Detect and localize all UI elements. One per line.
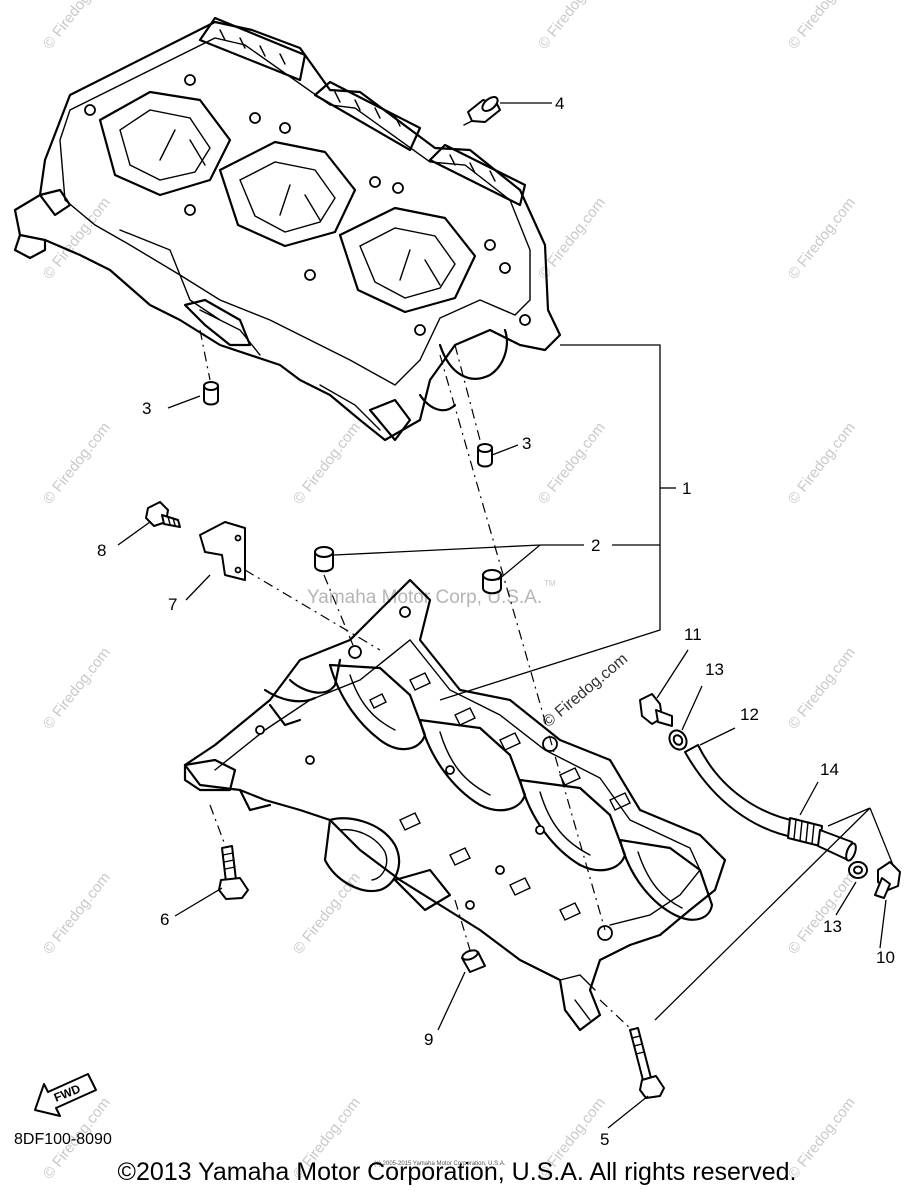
- callout-3-left: 3: [142, 399, 151, 418]
- watermark: © Firedog.com: [290, 419, 364, 507]
- part-6-bolt: [218, 845, 249, 900]
- part-9-stud: [461, 949, 486, 973]
- callout-5: 5: [600, 1130, 609, 1149]
- watermark: © Firedog.com: [40, 419, 114, 507]
- callout-7: 7: [168, 595, 177, 614]
- callout-6: 6: [160, 910, 169, 929]
- part-3-knock-pin-right: [477, 443, 493, 468]
- footer-small-watermark: (c) 2005-2015 Yamaha Motor Corporation, …: [374, 1161, 506, 1167]
- part-3-knock-pin-left: [203, 381, 219, 406]
- part-4-pin: [463, 96, 501, 126]
- watermark: © Firedog.com: [785, 419, 859, 507]
- diagram-code: 8DF100-8090: [14, 1131, 112, 1148]
- fwd-arrow-icon: FWD: [34, 1073, 97, 1117]
- part-5-long-bolt: [629, 1027, 665, 1099]
- assembly-lines: [199, 329, 633, 1031]
- watermark: © Firedog.com: [40, 869, 114, 957]
- watermark: © Firedog.com: [785, 194, 859, 282]
- watermark: © Firedog.com: [785, 0, 859, 52]
- watermark: © Firedog.com: [40, 0, 114, 52]
- callout-1: 1: [682, 479, 691, 498]
- callout-13-bottom: 13: [823, 917, 842, 936]
- watermark-inline: © Firedog.com: [540, 650, 631, 731]
- callout-9: 9: [424, 1030, 433, 1049]
- watermark-center: Yamaha Motor Corp, U.S.A.: [307, 587, 542, 608]
- callout-8: 8: [97, 541, 106, 560]
- watermark: © Firedog.com: [785, 869, 859, 957]
- watermark: © Firedog.com: [535, 0, 609, 52]
- callout-12: 12: [740, 705, 759, 724]
- part-11-fitting: [639, 693, 673, 727]
- part-12-14-hose: [684, 744, 857, 862]
- watermark-tm: TM: [544, 579, 556, 588]
- watermark: © Firedog.com: [785, 644, 859, 732]
- part-2-dowels: [314, 546, 502, 595]
- leader-lines: [117, 102, 894, 1129]
- callout-14: 14: [820, 760, 839, 779]
- part-7-bracket: [199, 521, 246, 581]
- part-13-clamp-top: [668, 729, 688, 751]
- callout-11: 11: [684, 625, 702, 644]
- part-13-clamp-bottom: [848, 861, 868, 879]
- upper-crankcase: [13, 16, 562, 442]
- callouts: 1 2 3 3 4 5 6 7 8 9 10 11 12 13 13 14: [97, 94, 895, 1149]
- callout-4: 4: [555, 94, 564, 113]
- watermark: © Firedog.com: [535, 419, 609, 507]
- callout-13-top: 13: [705, 660, 724, 679]
- watermark: © Firedog.com: [40, 194, 114, 282]
- lower-crankcase: [183, 578, 727, 1032]
- callout-3-right: 3: [522, 434, 531, 453]
- part-8-bolt: [145, 501, 181, 528]
- callout-10: 10: [876, 948, 895, 967]
- part-10-fitting: [874, 861, 901, 899]
- watermark: © Firedog.com: [40, 644, 114, 732]
- watermark: © Firedog.com: [290, 869, 364, 957]
- footer-copyright: ©2013 Yamaha Motor Corporation, U.S.A. A…: [117, 1158, 797, 1186]
- callout-2: 2: [591, 536, 600, 555]
